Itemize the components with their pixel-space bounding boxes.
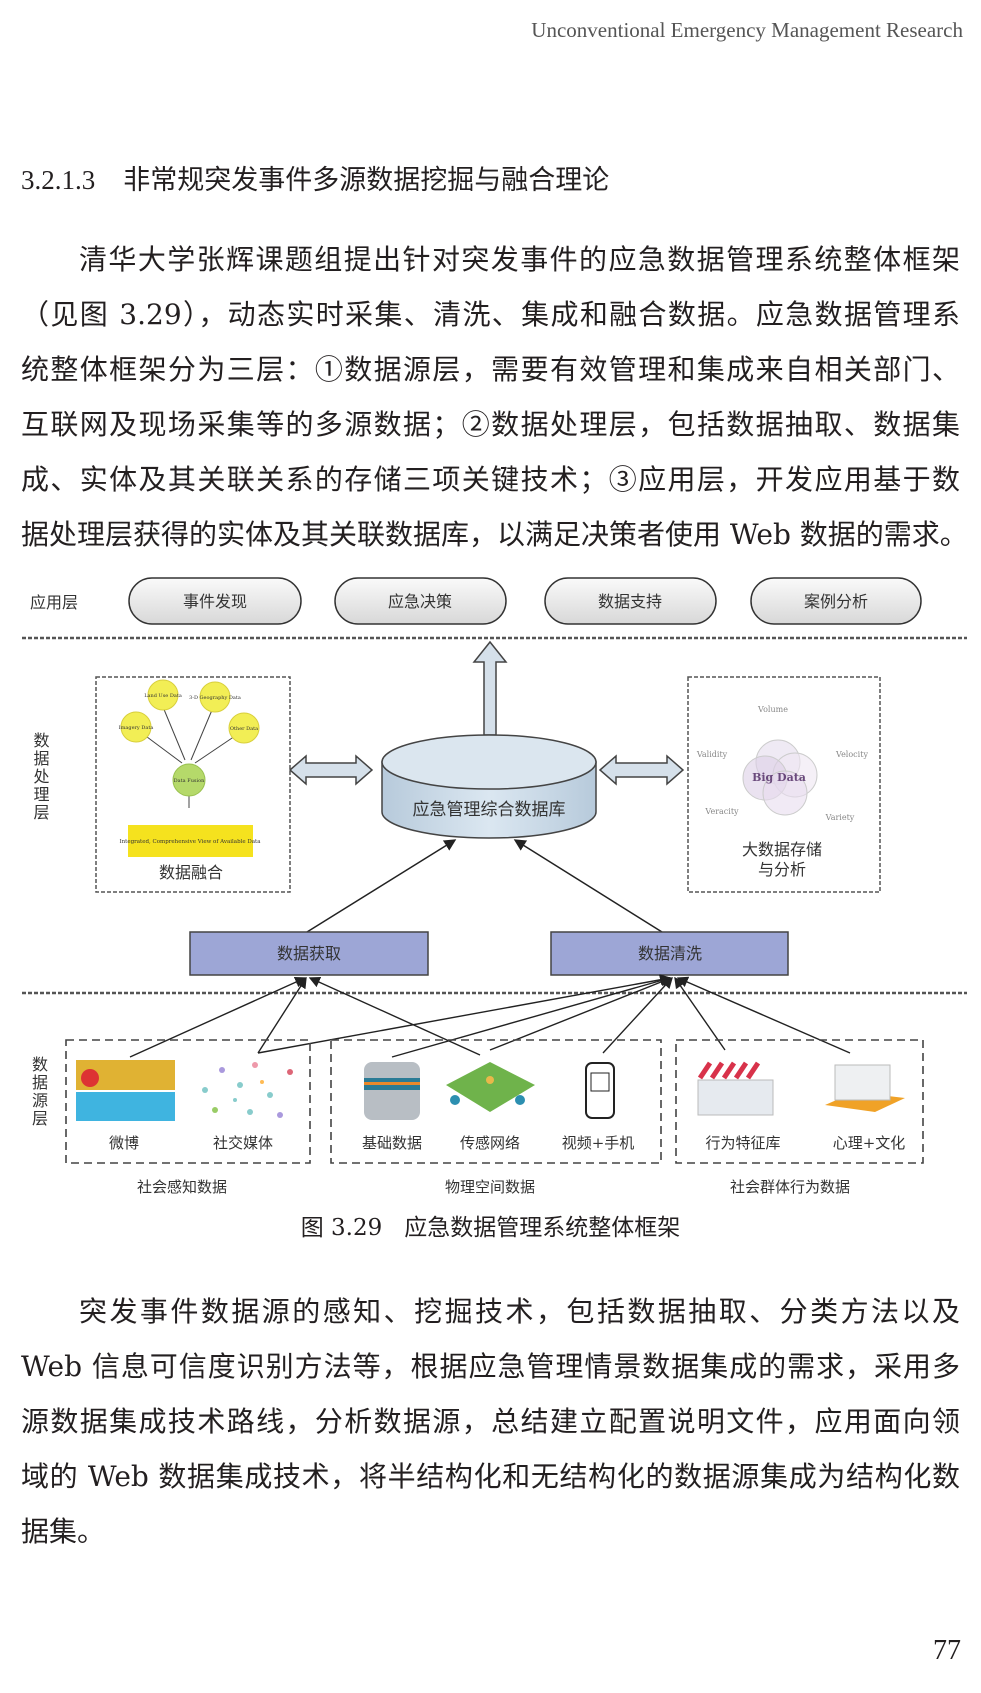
text-line: Web 信息可信度识别方法等，根据应急管理情景数据集成的需求，采用多 [21,1350,960,1383]
text-line: 突发事件数据源的感知、挖掘技术，包括数据抽取、分类方法以及 [79,1295,960,1328]
source-group-label: 社会群体行为数据 [730,1178,850,1196]
figure-title: 应急数据管理系统整体框架 [404,1215,681,1241]
svg-text:Volume: Volume [757,705,788,714]
source-label: 传感网络 [460,1134,520,1152]
bigdata-label: 与分析 [758,860,806,879]
svg-text:数: 数 [32,1055,48,1074]
text-line: （见图 3.29），动态实时采集、清洗、集成和融合数据。应急数据管理系 [21,298,960,331]
svg-text:Veracity: Veracity [704,807,739,816]
svg-text:Integrated, Comprehensive View: Integrated, Comprehensive View of Availa… [119,839,261,845]
database-label: 应急管理综合数据库 [413,800,566,820]
svg-text:数据获取: 数据获取 [277,944,341,963]
sensor-network-icon [446,1062,535,1112]
text-line: 据集。 [21,1515,106,1548]
svg-text:事件发现: 事件发现 [183,592,247,611]
bigdata-venn: Big Data Volume Validity Velocity Veraci… [696,705,869,822]
svg-text:源: 源 [32,1091,48,1110]
app-pill: 数据支持 [544,577,717,625]
paragraph-1: 清华大学张辉课题组提出针对突发事件的应急数据管理系统整体框架 （见图 3.29）… [21,232,968,562]
text-line: 源数据集成技术路线，分析数据源，总结建立配置说明文件，应用面向领 [21,1405,960,1438]
bigdata-label: 大数据存储 [742,840,822,859]
up-arrow [472,640,508,736]
app-pill: 应急决策 [334,577,507,625]
paragraph-2: 突发事件数据源的感知、挖掘技术，包括数据抽取、分类方法以及 Web 信息可信度识… [21,1284,960,1559]
layer-label-processing: 数据处理层 [31,732,50,822]
double-arrow-right [598,754,685,786]
svg-text:Validity: Validity [696,750,728,759]
svg-text:Data Fusion: Data Fusion [174,778,205,784]
app-pill: 案例分析 [750,577,922,625]
svg-text:应急决策: 应急决策 [388,592,452,611]
source-group-box [65,1039,311,1164]
psychology-culture-icon [825,1064,905,1112]
text-line: 域的 Web 数据集成技术，将半结构化和无结构化的数据源集成为结构化数 [21,1460,960,1493]
svg-text:数据清洗: 数据清洗 [638,944,702,963]
layer-label-source: 数据源层 [32,1055,48,1128]
svg-text:3-D Geography Data: 3-D Geography Data [189,695,241,701]
source-group-label: 社会感知数据 [137,1178,227,1196]
svg-text:数据支持: 数据支持 [598,592,662,611]
source-label: 行为特征库 [705,1134,780,1152]
app-pill: 事件发现 [128,577,302,625]
process-box: 数据获取 [189,931,429,976]
fusion-box [95,676,291,893]
figure-caption: 图 3.29 应急数据管理系统整体框架 [0,1208,981,1242]
fusion-graph: Land Use Data 3-D Geography Data Imagery… [119,679,261,857]
text-line: 清华大学张辉课题组提出针对突发事件的应急数据管理系统整体框架 [79,243,960,276]
svg-text:Land Use Data: Land Use Data [144,693,182,699]
fusion-label: 数据融合 [159,863,223,882]
source-label: 社交媒体 [213,1134,273,1152]
source-group-box [330,1039,662,1164]
section-heading: 3.2.1.3 非常规突发事件多源数据挖掘与融合理论 [21,158,609,197]
database-cylinder: 应急管理综合数据库 [381,734,597,839]
text-line: 据处理层获得的实体及其关联数据库，以满足决策者使用 Web 数据的需求。 [21,518,968,551]
source-group-labels: 社会感知数据 物理空间数据 社会群体行为数据 [137,1178,850,1196]
source-label: 基础数据 [362,1134,422,1152]
layer-label-application: 应用层 [30,593,78,612]
page-number: 77 [933,1635,961,1666]
process-box: 数据清洗 [550,931,789,976]
source-label: 心理+文化 [833,1134,906,1152]
social-network-icon [202,1062,293,1118]
svg-text:据: 据 [32,1073,48,1092]
text-line: 互联网及现场采集等的多源数据；②数据处理层，包括数据抽取、数据集 [21,408,960,441]
source-group-box [675,1039,924,1164]
source-arrows [129,974,851,1058]
svg-text:Big Data: Big Data [752,771,806,784]
svg-text:案例分析: 案例分析 [804,592,868,611]
source-label: 视频+手机 [562,1134,635,1152]
source-labels: 微博 社交媒体 基础数据 传感网络 视频+手机 行为特征库 心理+文化 [109,1134,905,1152]
section-title: 非常规突发事件多源数据挖掘与融合理论 [123,165,610,196]
double-arrow-left [288,754,374,786]
bigdata-box [687,676,881,893]
database-icon [364,1062,420,1120]
svg-text:Variety: Variety [825,813,855,822]
svg-text:Imagery Data: Imagery Data [119,725,154,731]
figure-number: 图 3.29 [300,1215,383,1241]
text-line: 统整体框架分为三层：①数据源层，需要有效管理和集成来自相关部门、 [21,353,960,386]
svg-text:层: 层 [32,1109,48,1128]
source-label: 微博 [109,1134,139,1152]
svg-text:Velocity: Velocity [835,750,868,759]
running-head: Unconventional Emergency Management Rese… [531,18,963,42]
framework-diagram: 应用层 事件发现 应急决策 数据支持 案例分析 数据处理层 Land Use D… [22,577,967,1196]
section-number: 3.2.1.3 [21,165,96,195]
svg-text:Other Data: Other Data [230,726,258,732]
text-line: 成、实体及其关联关系的存储三项关键技术；③应用层，开发应用基于数 [21,463,960,496]
behavior-library-icon [697,1061,774,1116]
phone-icon [585,1062,615,1119]
source-group-label: 物理空间数据 [445,1178,535,1196]
weibo-icon [76,1060,175,1121]
